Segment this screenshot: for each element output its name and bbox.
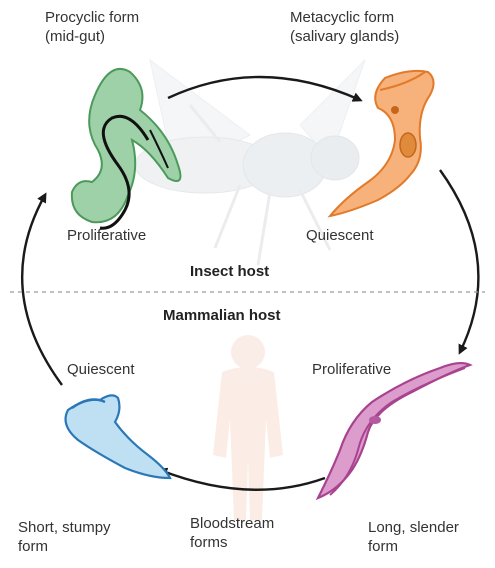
- long-slender-form-label: Long, slender form: [368, 518, 459, 556]
- insect-host-label: Insect host: [190, 262, 269, 281]
- long-slender-line1: Long, slender: [368, 518, 459, 537]
- human-silhouette-icon: [213, 335, 283, 520]
- arrow-metacyclic-to-slender: [440, 170, 478, 352]
- stumpy-state-label: Quiescent: [67, 360, 135, 379]
- slender-state-label: Proliferative: [312, 360, 391, 379]
- metacyclic-form-label: Metacyclic form (salivary glands): [290, 8, 399, 46]
- long-slender-trypanosome-icon: [318, 363, 470, 498]
- short-stumpy-trypanosome-icon: [66, 395, 170, 478]
- metacyclic-title: Metacyclic form: [290, 8, 399, 27]
- arrow-stumpy-to-procyclic: [22, 195, 62, 385]
- bloodstream-forms-label: Bloodstream forms: [190, 514, 274, 552]
- procyclic-location: (mid-gut): [45, 27, 139, 46]
- procyclic-state-label: Proliferative: [67, 226, 146, 245]
- short-stumpy-line1: Short, stumpy: [18, 518, 111, 537]
- long-slender-line2: form: [368, 537, 459, 556]
- procyclic-form-label: Procyclic form (mid-gut): [45, 8, 139, 46]
- metacyclic-state-label: Quiescent: [306, 226, 374, 245]
- short-stumpy-form-label: Short, stumpy form: [18, 518, 111, 556]
- procyclic-title: Procyclic form: [45, 8, 139, 27]
- bloodstream-line2: forms: [190, 533, 274, 552]
- short-stumpy-line2: form: [18, 537, 111, 556]
- mammalian-host-label: Mammalian host: [163, 306, 281, 325]
- metacyclic-location: (salivary glands): [290, 27, 399, 46]
- bloodstream-line1: Bloodstream: [190, 514, 274, 533]
